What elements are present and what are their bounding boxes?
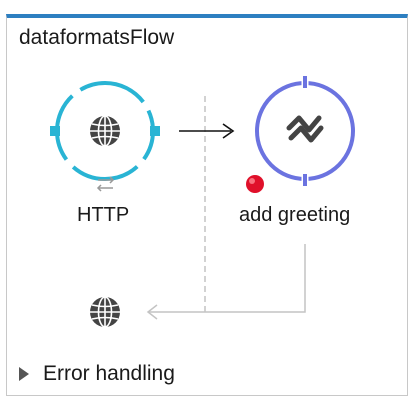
breakpoint-indicator[interactable] [246, 175, 264, 193]
http-listener-node[interactable] [50, 81, 160, 192]
dataweave-logo-icon [286, 115, 324, 143]
flow-arrowhead [222, 123, 235, 139]
error-handling-toggle[interactable]: Error handling [19, 362, 175, 386]
http-output-port [150, 126, 160, 136]
globe-icon [89, 296, 121, 328]
response-connector [149, 244, 306, 313]
error-handling-label: Error handling [43, 362, 175, 385]
response-connector-arrowhead [146, 304, 158, 320]
flow-container: dataformatsFlow [6, 14, 408, 396]
flow-canvas [50, 76, 355, 328]
flow-title: dataformatsFlow [19, 26, 175, 49]
exchange-arrows-icon [96, 176, 115, 192]
http-response-node[interactable] [89, 296, 121, 328]
globe-icon [89, 115, 121, 147]
http-node-label: HTTP [77, 204, 130, 226]
http-input-port [50, 126, 60, 136]
disclosure-triangle-right-icon [19, 367, 29, 381]
transform-node-label: add greeting [239, 204, 351, 226]
transform-message-node[interactable] [246, 76, 355, 193]
